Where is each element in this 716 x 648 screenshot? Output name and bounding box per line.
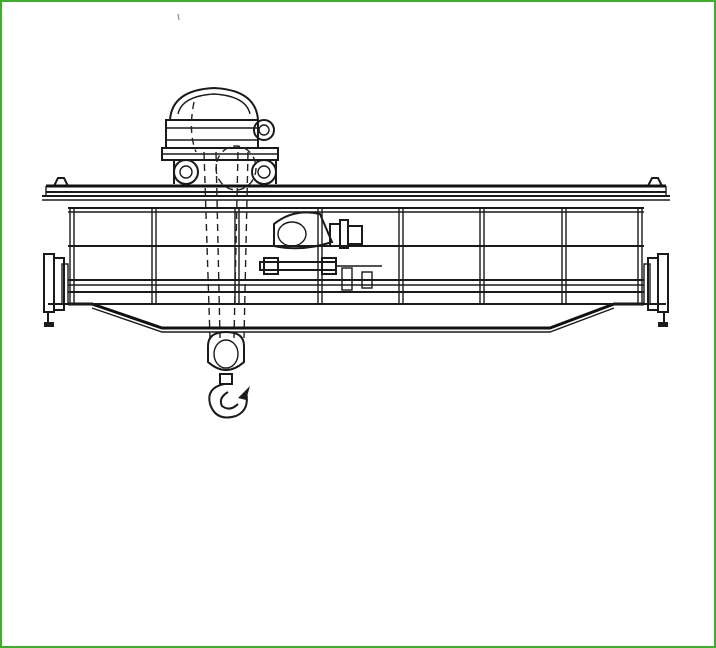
speck: [177, 13, 180, 21]
drive-motor-icon: [259, 211, 382, 291]
crane-hook-icon: [207, 330, 250, 419]
crane-girder: [42, 177, 670, 333]
end-truck-left: [43, 253, 69, 327]
end-truck-right: [643, 253, 669, 327]
guard-rail: [68, 207, 644, 305]
hoist-trolley-icon: [161, 86, 279, 191]
